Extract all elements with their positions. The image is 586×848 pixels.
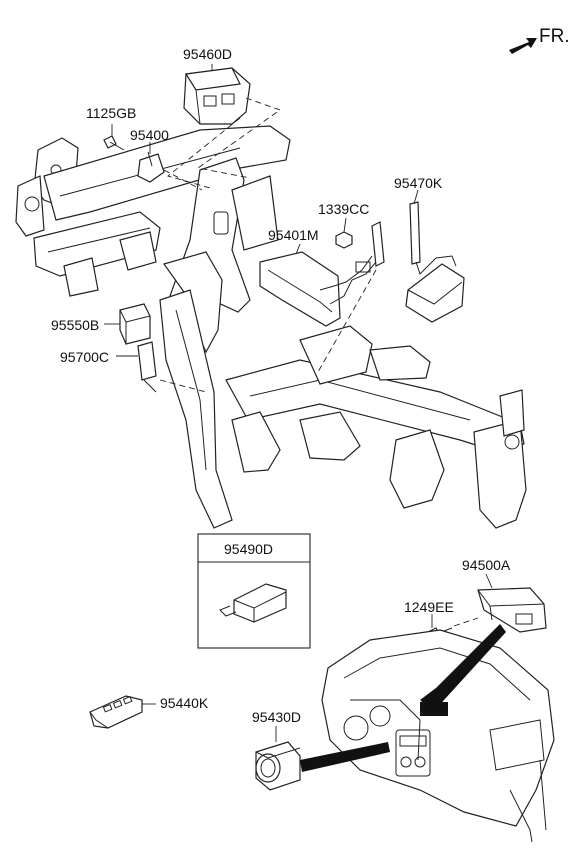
label-95700C: 95700C bbox=[60, 349, 109, 365]
bolt-1125GB: 1125GB bbox=[86, 105, 136, 151]
instrument-panel bbox=[321, 624, 555, 843]
front-arrow-icon bbox=[509, 38, 537, 54]
label-94500A: 94500A bbox=[462, 557, 511, 573]
front-direction-indicator: FR. bbox=[509, 26, 570, 54]
module-95490D-box: 95490D bbox=[197, 533, 311, 649]
relay-95550B: 95550B bbox=[51, 303, 151, 345]
label-95460D: 95460D bbox=[183, 46, 232, 62]
cowl-cross-bar-assembly bbox=[15, 125, 527, 529]
label-95400: 95400 bbox=[130, 127, 169, 143]
antenna-module-95470K: 95470K bbox=[394, 175, 465, 323]
label-95430D: 95430D bbox=[252, 709, 301, 725]
label-1125GB: 1125GB bbox=[86, 105, 136, 121]
label-1339CC: 1339CC bbox=[318, 201, 369, 217]
sensor-95700C: 95700C bbox=[60, 341, 157, 393]
nut-1339CC: 1339CC bbox=[318, 201, 369, 249]
label-95401M: 95401M bbox=[268, 227, 319, 243]
label-95490D: 95490D bbox=[224, 541, 273, 557]
module-95401M: 95401M bbox=[259, 221, 385, 327]
label-95440K: 95440K bbox=[160, 695, 209, 711]
start-button-95430D: 95430D bbox=[252, 709, 390, 791]
front-label: FR. bbox=[539, 26, 570, 47]
bracket-95400: 95400 bbox=[130, 127, 169, 183]
smart-key-95440K: 95440K bbox=[89, 695, 209, 729]
label-95550B: 95550B bbox=[51, 317, 99, 333]
module-94500A: 94500A bbox=[462, 557, 547, 633]
module-95460D: 95460D bbox=[183, 46, 251, 125]
label-1249EE: 1249EE bbox=[404, 599, 454, 615]
label-95470K: 95470K bbox=[394, 175, 443, 191]
